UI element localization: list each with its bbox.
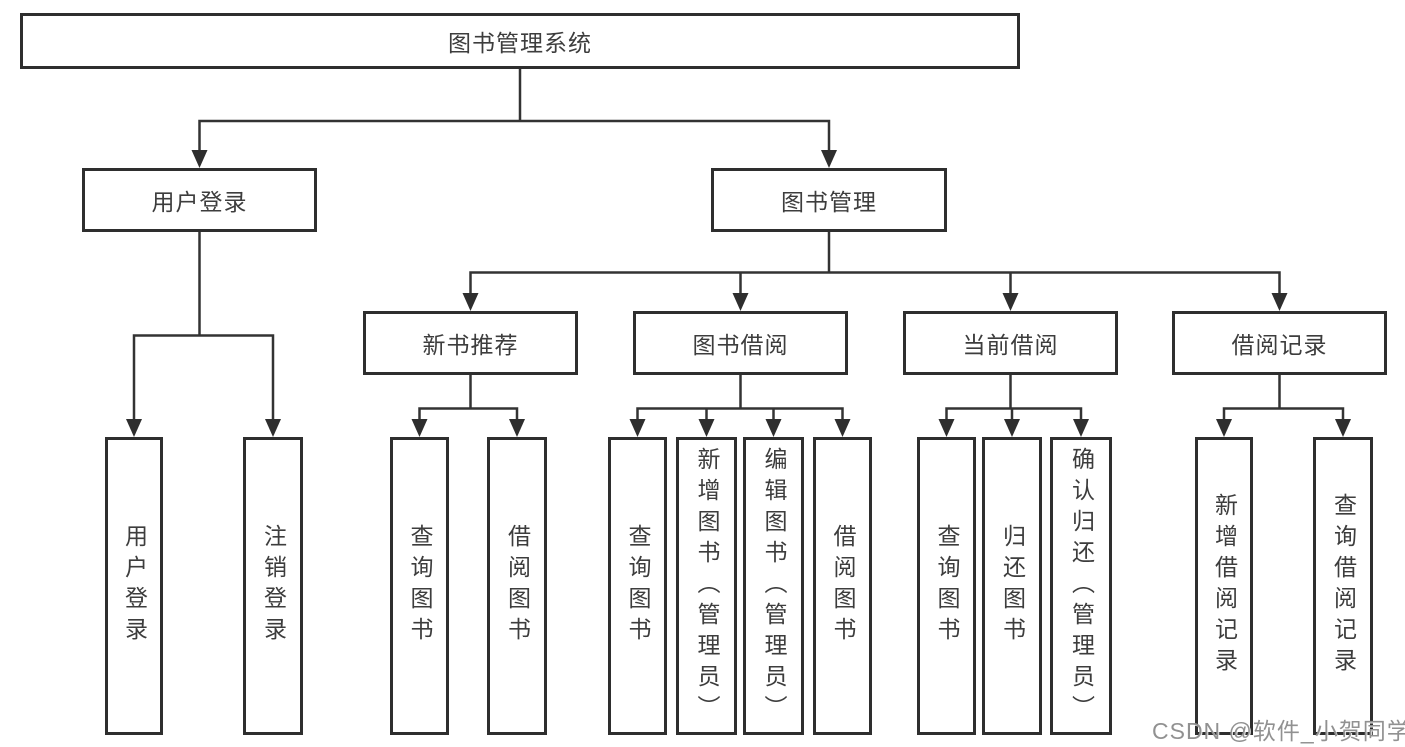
node-label: 图书借阅: [692, 332, 789, 358]
node-borrow-records: 借阅记录: [1172, 311, 1387, 375]
leaf-add-borrow-record: 新增借阅记录: [1195, 437, 1253, 735]
leaf-label: 用户登录: [121, 524, 148, 648]
leaf-label: 查询借阅记录: [1330, 493, 1357, 679]
leaf-borrow-books-recommend: 借阅图书: [487, 437, 547, 735]
node-label: 借阅记录: [1231, 332, 1328, 358]
leaf-label: 查询图书: [934, 524, 960, 648]
csdn-watermark: CSDN @软件_小贺同学: [1152, 718, 1405, 744]
leaf-label: 查询图书: [407, 524, 433, 648]
leaf-label: 确认归还（管理员）: [1068, 446, 1095, 726]
leaf-query-books-current: 查询图书: [917, 437, 976, 735]
leaf-label: 新增图书（管理员）: [694, 446, 720, 726]
leaf-label: 归还图书: [999, 524, 1026, 648]
node-book-borrowing: 图书借阅: [633, 311, 848, 375]
leaf-label: 注销登录: [260, 524, 287, 648]
leaf-query-borrow-record: 查询借阅记录: [1313, 437, 1373, 735]
node-label: 新书推荐: [422, 332, 519, 358]
node-book-management: 图书管理: [711, 168, 947, 232]
leaf-label: 新增借阅记录: [1211, 493, 1238, 679]
leaf-confirm-return-admin: 确认归还（管理员）: [1050, 437, 1112, 735]
leaf-label: 编辑图书（管理员）: [761, 446, 787, 726]
leaf-return-books: 归还图书: [982, 437, 1042, 735]
leaf-edit-books-admin: 编辑图书（管理员）: [743, 437, 804, 735]
leaf-label: 查询图书: [625, 524, 651, 648]
leaf-logout: 注销登录: [243, 437, 303, 735]
node-current-borrowing: 当前借阅: [903, 311, 1118, 375]
leaf-label: 借阅图书: [504, 524, 531, 648]
node-label: 用户登录: [151, 189, 248, 215]
leaf-label: 借阅图书: [830, 524, 856, 648]
leaf-borrow-books: 借阅图书: [813, 437, 872, 735]
leaf-user-login: 用户登录: [105, 437, 163, 735]
node-label: 图书管理: [781, 189, 877, 215]
leaf-add-books-admin: 新增图书（管理员）: [676, 437, 737, 735]
node-label: 当前借阅: [962, 332, 1059, 358]
leaf-query-books-borrow: 查询图书: [608, 437, 667, 735]
node-new-book-recommend: 新书推荐: [363, 311, 578, 375]
node-library-system-root: 图书管理系统: [20, 13, 1020, 69]
leaf-query-books-recommend: 查询图书: [390, 437, 449, 735]
node-user-login: 用户登录: [82, 168, 317, 232]
node-label: 图书管理系统: [448, 30, 592, 56]
